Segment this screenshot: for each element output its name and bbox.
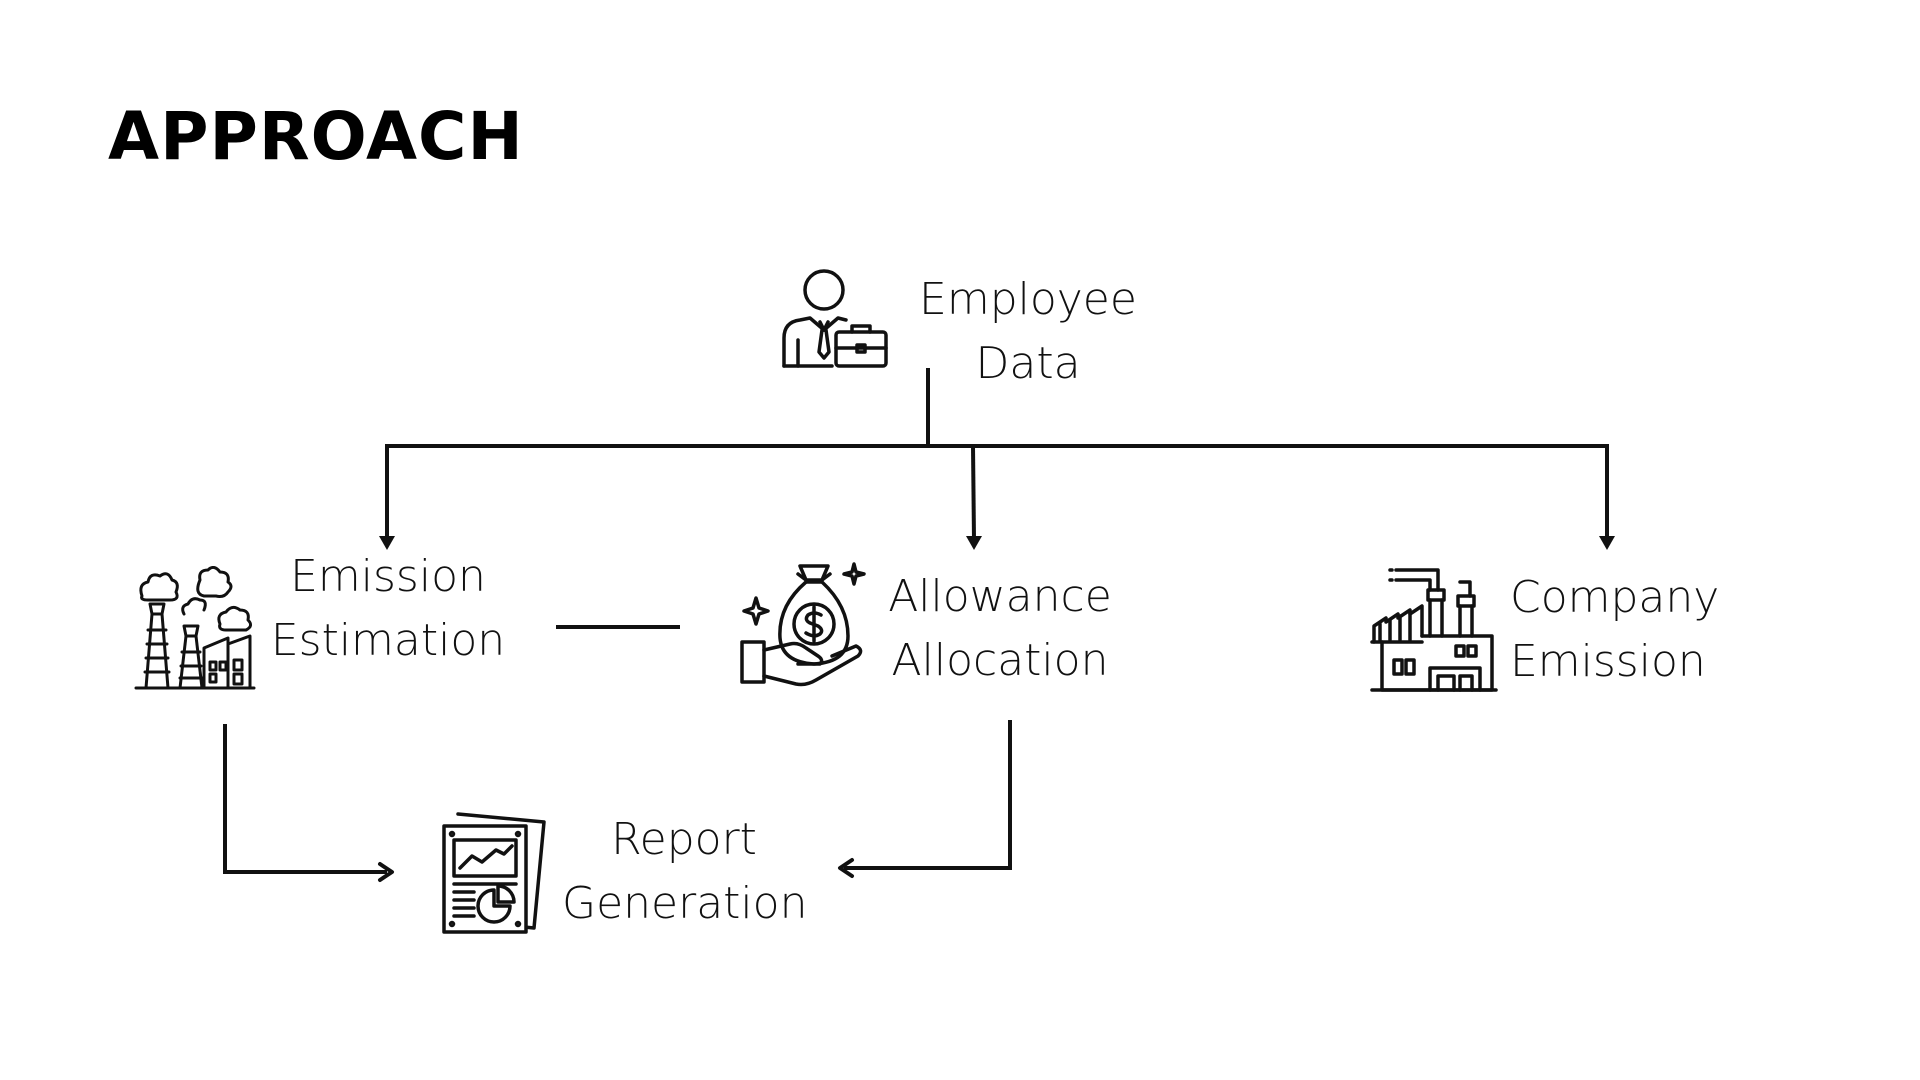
- node-company-emission-line1: Company: [1510, 572, 1720, 623]
- report-chart-icon: [442, 812, 546, 934]
- arrow-to-allowance-allocation: [970, 443, 977, 543]
- page-title: APPROACH: [108, 98, 524, 175]
- node-report-generation-line1: Report: [611, 814, 757, 865]
- arrowhead-report-left: [378, 862, 394, 882]
- estimation-to-report-arrow: [223, 724, 387, 874]
- node-employee-data-line2: Data: [975, 338, 1081, 389]
- factory-smokestacks-icon: [134, 566, 256, 690]
- node-company-emission-line2: Emission: [1510, 636, 1706, 687]
- arrowhead-emission-estimation: [379, 536, 395, 550]
- node-emission-estimation-line1: Emission: [290, 551, 486, 602]
- factory-building-icon: [1370, 568, 1498, 692]
- node-allowance-allocation: Allowance Allocation: [880, 565, 1120, 693]
- node-company-emission: Company Emission: [1510, 566, 1750, 694]
- businessman-briefcase-icon: [782, 269, 888, 368]
- node-emission-estimation: Emission Estimation: [268, 545, 508, 673]
- arrowhead-company-emission: [1599, 536, 1615, 550]
- node-employee-data: Employee Data: [918, 268, 1138, 396]
- node-allowance-allocation-line2: Allocation: [891, 635, 1109, 686]
- node-emission-estimation-line2: Estimation: [270, 615, 506, 666]
- node-report-generation: Report Generation: [562, 808, 808, 936]
- node-allowance-allocation-line1: Allowance: [888, 571, 1112, 622]
- node-report-generation-line2: Generation: [562, 878, 808, 929]
- arrowhead-allowance-allocation: [966, 536, 982, 550]
- allocation-to-report-arrow: [844, 720, 1012, 870]
- node-employee-data-line1: Employee: [919, 274, 1137, 325]
- money-bag-hand-icon: [740, 562, 866, 687]
- arrowhead-report-right: [838, 858, 854, 878]
